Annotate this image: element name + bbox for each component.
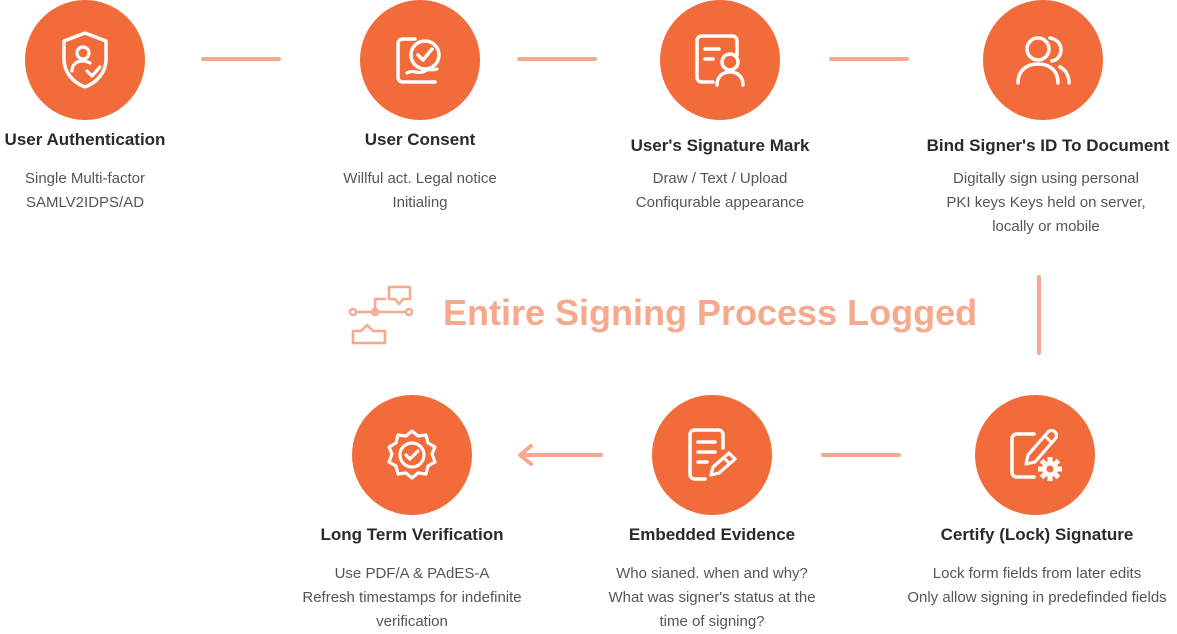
users-icon bbox=[1016, 36, 1071, 85]
step-title: Bind Signer's ID To Document bbox=[926, 136, 1170, 155]
desc-line: Who sianed. when and why? bbox=[616, 565, 808, 582]
desc-line: What was signer's status at the bbox=[608, 589, 816, 606]
desc-line: Draw / Text / Upload bbox=[652, 170, 788, 187]
badge-check-icon bbox=[387, 429, 437, 480]
step-title: Long Term Verification bbox=[320, 525, 504, 544]
desc-line: PKI keys Keys held on server, bbox=[946, 194, 1146, 211]
consent-check-icon bbox=[396, 37, 441, 84]
shield-user-icon bbox=[62, 31, 108, 89]
desc-line: Only allow signing in predefinded fields bbox=[907, 589, 1167, 606]
step-description: Single Multi-factor SAMLV2IDPS/AD bbox=[25, 167, 145, 215]
step-circle-certify-signature bbox=[975, 395, 1095, 515]
connector-line bbox=[829, 57, 909, 61]
step-description: Use PDF/A & PAdES-A Refresh timestamps f… bbox=[302, 562, 521, 634]
step-description: Who sianed. when and why? What was signe… bbox=[608, 562, 815, 634]
desc-line: verification bbox=[376, 613, 448, 630]
step-title: User's Signature Mark bbox=[630, 136, 810, 155]
connector-line bbox=[821, 453, 901, 457]
connector-line bbox=[517, 57, 597, 61]
step-circle-user-authentication bbox=[25, 0, 145, 120]
desc-line: Refresh timestamps for indefinite bbox=[302, 589, 522, 606]
arrow-left-icon bbox=[518, 444, 603, 466]
process-flow-icon bbox=[348, 285, 414, 345]
desc-line: Single Multi-factor bbox=[24, 170, 146, 187]
step-circle-long-term-verification bbox=[352, 395, 472, 515]
desc-line: Digitally sign using personal bbox=[953, 170, 1139, 187]
desc-line: time of signing? bbox=[659, 613, 765, 630]
step-circle-signature-mark bbox=[660, 0, 780, 120]
connector-line-vertical bbox=[1037, 275, 1041, 355]
desc-line: Willful act. Legal notice bbox=[343, 170, 497, 187]
step-title: User Authentication bbox=[4, 130, 166, 149]
desc-line: Use PDF/A & PAdES-A bbox=[334, 565, 490, 582]
step-circle-embedded-evidence bbox=[652, 395, 772, 515]
connector-line bbox=[201, 57, 281, 61]
step-description: Willful act. Legal notice Initialing bbox=[343, 167, 496, 215]
desc-line: locally or mobile bbox=[992, 218, 1100, 235]
step-circle-user-consent bbox=[360, 0, 480, 120]
desc-line: Initialing bbox=[392, 194, 448, 211]
id-card-icon bbox=[695, 34, 745, 87]
step-description: Draw / Text / Upload Confiqurable appear… bbox=[636, 167, 804, 215]
step-title: Embedded Evidence bbox=[628, 525, 796, 544]
step-title: Certify (Lock) Signature bbox=[940, 525, 1134, 544]
step-circle-bind-signer bbox=[983, 0, 1103, 120]
center-title: Entire Signing Process Logged bbox=[443, 292, 978, 333]
step-description: Lock form fields from later edits Only a… bbox=[907, 562, 1166, 610]
edit-gear-icon bbox=[1010, 428, 1062, 481]
step-title: User Consent bbox=[364, 130, 476, 149]
desc-line: SAMLV2IDPS/AD bbox=[25, 194, 145, 211]
step-description: Digitally sign using personal PKI keys K… bbox=[946, 167, 1145, 239]
document-edit-icon bbox=[688, 428, 737, 481]
desc-line: Confiqurable appearance bbox=[635, 194, 805, 211]
desc-line: Lock form fields from later edits bbox=[932, 565, 1142, 582]
